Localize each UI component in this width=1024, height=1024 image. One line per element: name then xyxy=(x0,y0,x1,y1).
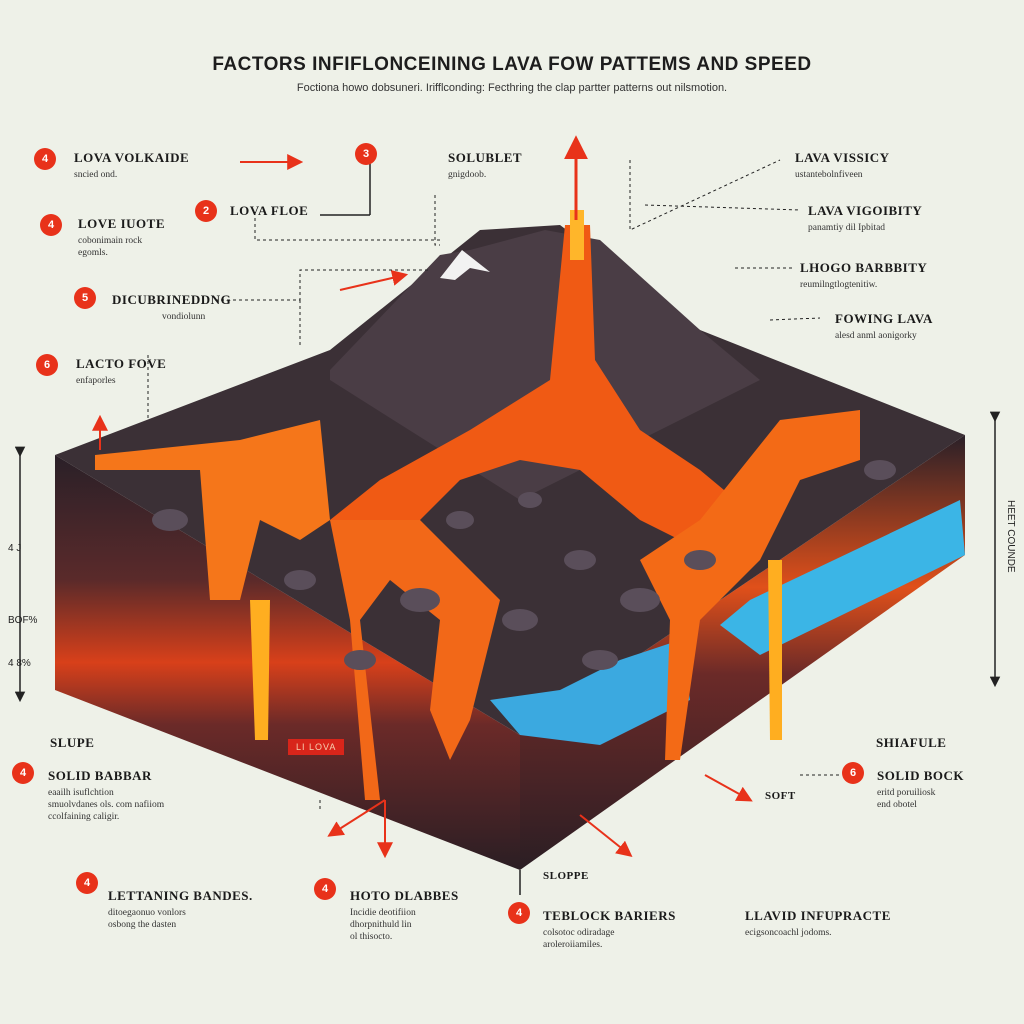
label-heading: LOVE IUOTE xyxy=(78,216,165,231)
label-lava-vigoibity: LAVA VIGOIBITY panamtiy dil Ipbitad xyxy=(808,203,922,234)
label-heading: SOLUBLET xyxy=(448,150,523,165)
label-lava-vissicy: LAVA VISSICY ustantebolnfiveen xyxy=(795,150,890,181)
label-heading: SOLID BABBAR xyxy=(48,768,152,783)
badge-top-2: 2 xyxy=(195,200,217,222)
lava-channel-mid xyxy=(330,520,500,800)
label-sub: sncied ond. xyxy=(74,170,118,180)
label-sloppe: SLOPPE xyxy=(543,870,589,882)
badge-bottom-3: 4 xyxy=(314,878,336,900)
label-sub: ustantebolnfiveen xyxy=(795,170,863,180)
label-heading: LLAVID INFUPRACTE xyxy=(745,908,891,923)
rock-boulders xyxy=(152,460,896,670)
badge-left-1: 4 xyxy=(34,148,56,170)
label-heading: LACTO FOVE xyxy=(76,356,167,371)
label-sub: enfaporles xyxy=(76,376,116,386)
label-soft: SOFT xyxy=(765,790,796,802)
side-left-2: BOF% xyxy=(8,615,38,626)
label-sub: reumilngtlogtenitiw. xyxy=(800,280,878,290)
badge-bottom-1: 4 xyxy=(12,762,34,784)
label-lettaning-bandes: LETTANING BANDES. ditoegaonuo vonlors os… xyxy=(108,888,253,931)
label-sub: vondiolunn xyxy=(162,312,206,322)
lava-vent-flow xyxy=(330,225,760,560)
label-hoto-dlabbes: HOTO DLABBES Incidie deotifiion dhorpnit… xyxy=(350,888,459,943)
badge-left-4: 6 xyxy=(36,354,58,376)
label-lacto-fove: LACTO FOVE enfaporles xyxy=(76,356,166,387)
badge-left-3: 5 xyxy=(74,287,96,309)
label-llavid-infupracte: LLAVID INFUPRACTE ecigsoncoachl jodoms. xyxy=(745,908,891,939)
lava-channel-right xyxy=(640,410,860,760)
label-heading: LOVA VOLKAIDE xyxy=(74,150,190,165)
label-heading: LAVA VISSICY xyxy=(795,150,890,165)
label-heading: SOLID BOCK xyxy=(877,768,964,783)
lava-front-drip-2 xyxy=(768,560,782,740)
leader-lines xyxy=(147,159,840,810)
strata-front-face xyxy=(55,455,520,870)
badge-bottom-4: 4 xyxy=(508,902,530,924)
volcano-cone xyxy=(330,230,760,500)
label-sub: eaailh isuflchtion smuolvdanes ols. com … xyxy=(48,788,165,822)
label-lava-floe: LOVA FLOE xyxy=(230,203,308,219)
water-fall xyxy=(490,640,690,745)
label-solid-bock: SOLID BOCK eritd poruiliosk end obotel xyxy=(877,768,964,811)
label-heading: LAVA VIGOIBITY xyxy=(808,203,923,218)
label-sub: ditoegaonuo vonlors osbong the dasten xyxy=(108,908,186,930)
label-sub: colsotoc odiradage aroleroiiamiles. xyxy=(543,928,615,950)
lava-tag: LI LOVA xyxy=(288,739,345,755)
label-heading: LHOGO BARBBITY xyxy=(800,260,928,275)
label-sub: panamtiy dil Ipbitad xyxy=(808,223,886,233)
label-heading: TEBLOCK BARIERS xyxy=(543,908,676,923)
label-shiafule: SHIAFULE xyxy=(876,735,947,750)
label-sub: ecigsoncoachl jodoms. xyxy=(745,928,832,938)
label-solublet: SOLUBLET gnigdoob. xyxy=(448,150,522,181)
side-left-3: 4 8% xyxy=(8,658,31,669)
label-heading: HOTO DLABBES xyxy=(350,888,459,903)
strata-right-face xyxy=(520,435,965,870)
label-sub: gnigdoob. xyxy=(448,170,487,180)
label-heading: LETTANING BANDES. xyxy=(108,888,253,903)
label-sub: alesd anml aonigorky xyxy=(835,331,917,341)
label-love-iuote: LOVE IUOTE cobonimain rock egomls. xyxy=(78,216,165,259)
side-left-1: 4 J xyxy=(8,543,22,554)
label-heading: FOWING LAVA xyxy=(835,311,933,326)
badge-bottom-5: 6 xyxy=(842,762,864,784)
label-teblock-bariers: TEBLOCK BARIERS colsotoc odiradage arole… xyxy=(543,908,676,951)
snow-cap xyxy=(440,250,490,280)
lava-front-drip xyxy=(250,600,270,740)
diagram-title: FACTORS INFIFLONCEINING LAVA FOW PATTEMS… xyxy=(212,54,812,75)
label-sub: eritd poruiliosk end obotel xyxy=(877,788,936,810)
label-heading: DICUBRINEDDNG xyxy=(112,292,232,307)
diagram-subtitle: Foctiona howo dobsuneri. Irifflconding: … xyxy=(296,82,728,94)
label-fowing-lava: FOWING LAVA alesd anml aonigorky xyxy=(835,311,933,342)
label-solid-babbar: SOLID BABBAR eaailh isuflchtion smuolvda… xyxy=(48,768,164,823)
label-sub: cobonimain rock egomls. xyxy=(78,236,143,258)
badge-top-3: 3 xyxy=(355,143,377,165)
label-lhogo-barbbity: LHOGO BARBBITY reumilngtlogtenitiw. xyxy=(800,260,927,291)
badge-left-2: 4 xyxy=(40,214,62,236)
side-right-text: HEET COUNDE xyxy=(1005,500,1016,573)
lava-channel-left xyxy=(95,420,330,600)
label-heading: LOVA FLOE xyxy=(230,203,309,218)
flow-arrows xyxy=(92,154,753,859)
badge-bottom-2: 4 xyxy=(76,872,98,894)
label-sub: Incidie deotifiion dhorpnithuld lin ol t… xyxy=(350,908,416,942)
label-lava-volcano: LOVA VOLKAIDE sncied ond. xyxy=(74,150,189,181)
label-slupe: SLUPE xyxy=(50,735,95,750)
label-dicubrinedding: DICUBRINEDDNG vondiolunn xyxy=(112,292,231,323)
lava-eruption xyxy=(570,210,584,260)
